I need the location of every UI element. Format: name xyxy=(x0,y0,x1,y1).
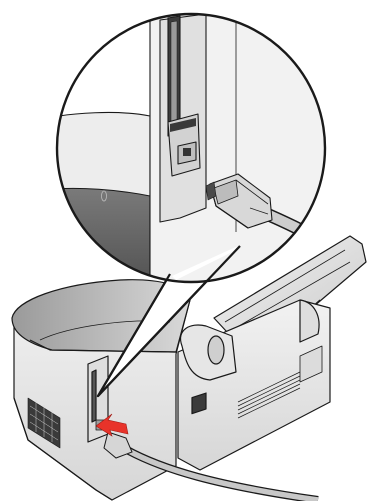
usb-cable xyxy=(103,431,319,501)
rear-vents xyxy=(237,371,301,419)
magnifier-ring xyxy=(55,12,327,284)
power-inlet xyxy=(191,392,207,415)
insert-arrow-icon xyxy=(95,413,129,437)
usb-plug-small xyxy=(103,431,133,459)
magnified-view xyxy=(55,12,327,284)
